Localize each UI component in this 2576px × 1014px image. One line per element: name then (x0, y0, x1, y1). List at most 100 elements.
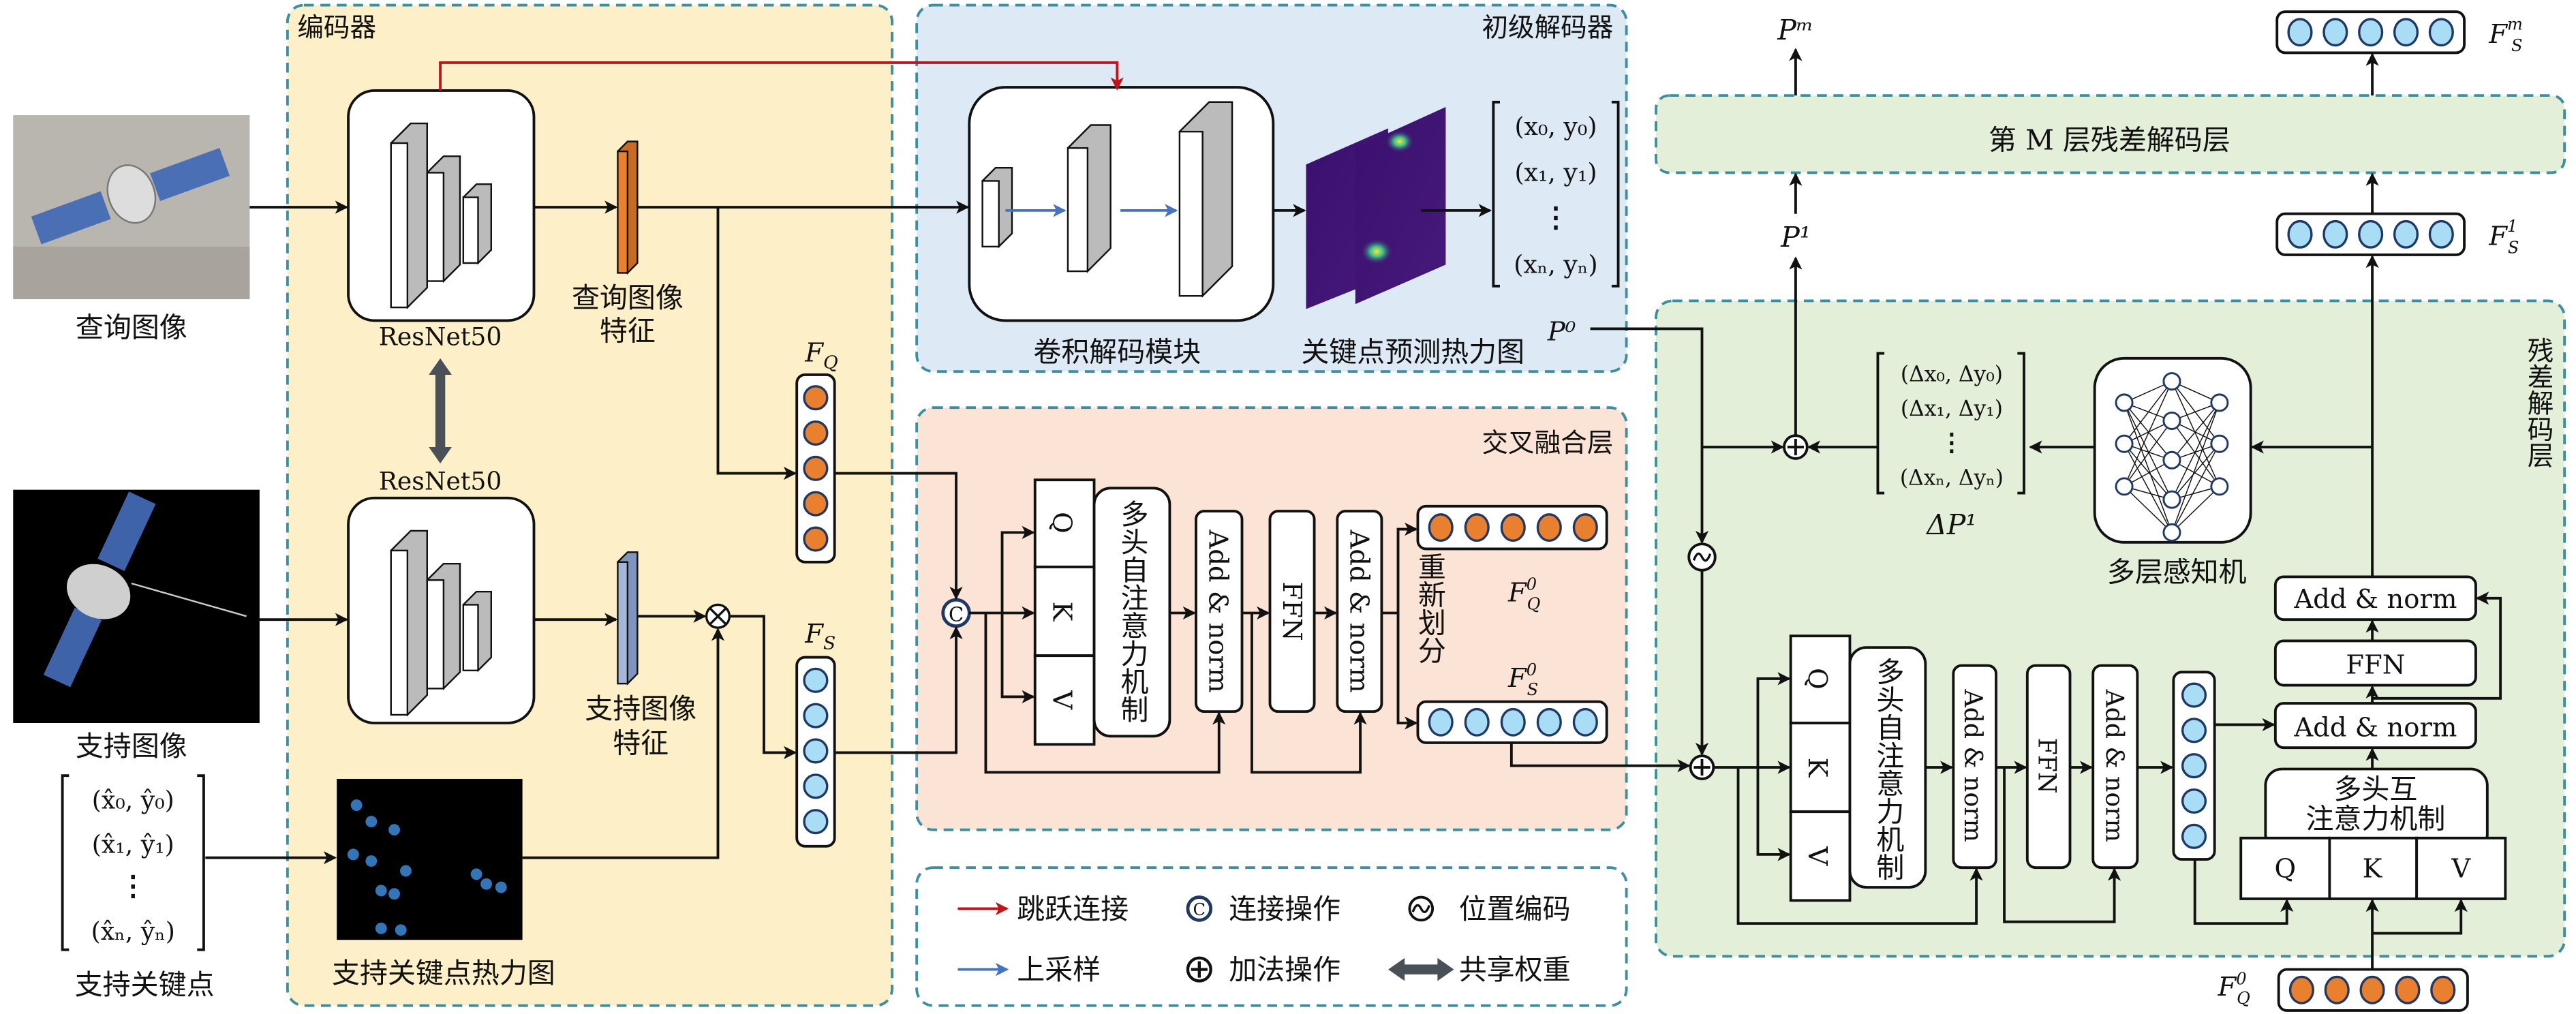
svg-text:K: K (1802, 758, 1833, 778)
residual-title: 残差解码层 (2523, 337, 2554, 468)
feature-dot (2181, 682, 2207, 708)
neuron (2162, 490, 2181, 509)
connector-arrow (1756, 672, 1791, 768)
connector-arrow (1381, 522, 1418, 615)
cross-fusion-title: 交叉融合层 (1482, 428, 1613, 459)
heatmap-dot (388, 888, 401, 900)
residual-feature-column (2172, 671, 2216, 861)
fusion-add-norm-1 (1195, 510, 1244, 713)
neuron (2162, 523, 2181, 542)
support-keypoint-matrix: (x̂₀, ŷ₀) (x̂₁, ŷ₁) ⋮ (x̂ₙ, ŷₙ) (61, 774, 205, 951)
connector-arrow (522, 628, 725, 859)
heatmap-dot (365, 855, 378, 867)
legend-shared: 共享权重 (1459, 953, 1571, 986)
connector-arrow (1000, 525, 1035, 613)
svg-text:(Δx₁, Δy₁): (Δx₁, Δy₁) (1901, 397, 2003, 421)
residual-input-add-icon (1689, 754, 1715, 780)
query-image (13, 115, 250, 300)
svg-text:(xₙ, yₙ): (xₙ, yₙ) (1514, 249, 1597, 279)
query-feature-bar (617, 140, 639, 275)
connector-arrow (716, 207, 797, 480)
resnet-top-layers (390, 122, 493, 309)
heatmap-pred-label: 关键点预测热力图 (1301, 336, 1524, 369)
residual-ffn-label: FFN (2033, 738, 2062, 794)
feature-dot (803, 667, 829, 693)
feature-dot (803, 491, 829, 517)
fusion-ffn-label: FFN (1276, 581, 1307, 641)
neuron (2210, 477, 2229, 496)
heatmap-dot (388, 824, 401, 836)
p0-label: P⁰ (1547, 316, 1576, 347)
support-keypoints-label: 支持关键点 (75, 968, 215, 1001)
cross-attention-label-2: 注意力机制 (2305, 802, 2445, 835)
legend-shared-arrow (1388, 957, 1454, 981)
delta-p-label: ΔP¹ (1925, 508, 1977, 541)
connections (205, 48, 2502, 970)
feature-dot (1572, 707, 1598, 737)
legend-upsample: 上采样 (1017, 953, 1101, 986)
neuron (2162, 372, 2181, 391)
feature-dot (803, 703, 829, 728)
legend-pos-enc: 位置编码 (1459, 893, 1571, 925)
query-feature-label-2: 特征 (600, 314, 656, 347)
feature-dot (1464, 707, 1490, 737)
connector-arrow (1756, 767, 1791, 861)
feature-dot (803, 809, 829, 835)
feature-dot (2395, 975, 2421, 1004)
p1-label: P¹ (1780, 221, 1811, 253)
feature-dot (2359, 975, 2385, 1004)
svg-text:(Δx₀, Δy₀): (Δx₀, Δy₀) (1901, 363, 2003, 387)
residual-add-norm-1-label: Add & norm (1959, 689, 1988, 842)
feature-dot (2358, 219, 2384, 249)
connector-arrow (729, 615, 797, 760)
cross-attention-label: 多头互 (2333, 773, 2417, 805)
support-image-label: 支持图像 (76, 730, 187, 763)
mlp-label: 多层感知机 (2107, 556, 2247, 589)
fs0-vector (1416, 700, 1608, 744)
residual-add-norm-2-label: Add & norm (2100, 689, 2130, 842)
heatmap-dot (400, 865, 412, 877)
cross-qkv: Q K V (2239, 836, 2507, 900)
svg-text:C: C (1193, 900, 1206, 919)
svg-text:(x₀, y₀): (x₀, y₀) (1514, 112, 1597, 141)
connector-arrow (1000, 613, 1035, 704)
svg-text:Q: Q (2274, 854, 2296, 885)
fq0-vector (1416, 504, 1608, 551)
feature-dot (2322, 219, 2348, 249)
svg-text:⋮: ⋮ (1939, 427, 1964, 457)
legend-add: 加法操作 (1229, 953, 1340, 986)
neural-network-icon (2115, 372, 2229, 542)
support-feature-bar (617, 551, 639, 686)
legend-pos-enc-icon (1408, 895, 1435, 922)
heatmap-dot (395, 924, 407, 936)
fsm-vector (2275, 10, 2466, 55)
encoder-title: 编码器 (297, 12, 376, 43)
cross-ffn-label: FFN (2346, 650, 2405, 681)
heatmap-dot (365, 816, 378, 828)
fq-vector (795, 373, 836, 564)
resnet-bottom-layers (390, 529, 493, 717)
feature-dot (2393, 18, 2419, 47)
connector-arrow (1509, 742, 1691, 773)
feature-dot (803, 526, 829, 552)
conv-decode-layers (981, 101, 1233, 298)
fusion-add-norm-2-label: Add & norm (1344, 529, 1375, 693)
predicted-heatmaps (1306, 106, 1446, 309)
fs1-vector (2275, 212, 2466, 256)
connector-arrow (1251, 613, 1367, 774)
split-label: 重新划分 (1413, 552, 1445, 664)
connector-arrow (1736, 767, 1983, 925)
feature-dot (1500, 513, 1526, 542)
feature-dot (2393, 219, 2419, 249)
fq0-bottom-vector (2277, 968, 2469, 1012)
support-feature-label: 支持图像 (585, 692, 696, 725)
neuron (2115, 393, 2134, 412)
resnet-bottom-label: ResNet50 (379, 467, 502, 496)
feature-dot (2428, 219, 2454, 249)
connector-arrow (2372, 592, 2502, 700)
